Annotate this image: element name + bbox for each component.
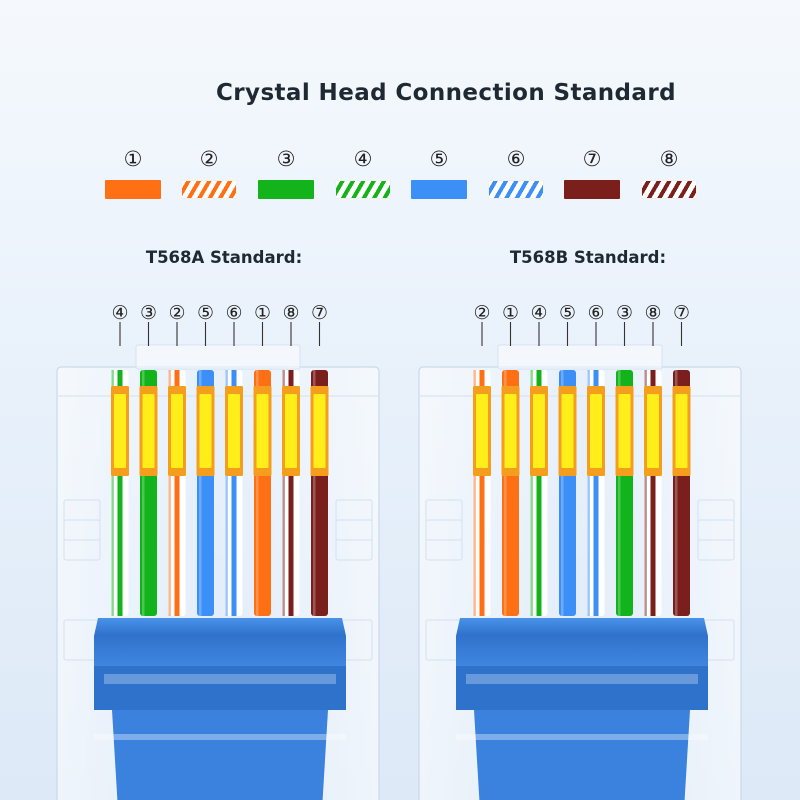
t568b-boot-body bbox=[456, 666, 708, 710]
legend-item-1: ① bbox=[105, 145, 161, 199]
t568a-pin-label: ⑥ bbox=[225, 302, 242, 324]
legend-swatch bbox=[641, 180, 697, 199]
t568a-pin-label: ⑦ bbox=[311, 302, 328, 324]
legend-number: ② bbox=[199, 147, 219, 171]
page-title: Crystal Head Connection Standard bbox=[216, 80, 676, 106]
legend-number: ⑧ bbox=[659, 147, 679, 171]
t568b-wire-pos-3 bbox=[530, 370, 548, 616]
t568a-wire-pos-6 bbox=[253, 370, 272, 616]
legend-item-4: ④ bbox=[335, 145, 391, 199]
t568b-title: T568B Standard: bbox=[509, 248, 667, 267]
t568b-pin-label: ⑦ bbox=[673, 302, 690, 324]
t568a-boot-lower bbox=[112, 710, 328, 800]
t568b-pin-label: ⑧ bbox=[644, 302, 661, 324]
t568a-pin-label: ⑤ bbox=[197, 302, 214, 324]
legend-item-2: ② bbox=[181, 145, 237, 199]
t568a-pin-label: ① bbox=[254, 302, 271, 324]
t568a-pin-label: ⑧ bbox=[282, 302, 299, 324]
t568a-wire-pos-2 bbox=[139, 370, 158, 616]
t568a-wire-pos-8 bbox=[310, 370, 329, 616]
t568a-wire-pos-3 bbox=[168, 370, 186, 616]
legend-number: ⑥ bbox=[506, 147, 526, 171]
legend-item-8: ⑧ bbox=[641, 145, 697, 199]
t568a-wire-pos-4 bbox=[196, 370, 215, 616]
legend-number: ④ bbox=[353, 147, 373, 171]
t568a-wire-pos-1 bbox=[111, 370, 129, 616]
t568b-pin-label: ④ bbox=[530, 302, 547, 324]
legend-number: ⑦ bbox=[582, 147, 602, 171]
legend-swatch bbox=[181, 180, 237, 199]
t568a-pin-label: ③ bbox=[140, 302, 157, 324]
t568a-pin-label: ② bbox=[168, 302, 185, 324]
t568a-title: T568A Standard: bbox=[145, 248, 303, 267]
legend-item-3: ③ bbox=[258, 145, 314, 199]
legend-swatch bbox=[335, 180, 391, 199]
t568a-pin-label: ④ bbox=[111, 302, 128, 324]
legend-item-5: ⑤ bbox=[411, 145, 467, 199]
t568a-boot-top bbox=[94, 618, 346, 666]
t568a-boot-body bbox=[94, 666, 346, 710]
legend-swatch bbox=[411, 180, 467, 199]
t568b-boot-top bbox=[456, 618, 708, 666]
t568b-wire-pos-4 bbox=[558, 370, 577, 616]
legend-number: ⑤ bbox=[429, 147, 449, 171]
t568b-wire-pos-6 bbox=[615, 370, 634, 616]
t568b-pin-label: ② bbox=[473, 302, 490, 324]
t568b-wire-pos-5 bbox=[587, 370, 605, 616]
legend-number: ① bbox=[123, 147, 143, 171]
color-legend: ① ② ③ ④ ⑤ ⑥ ⑦ ⑧ bbox=[0, 145, 800, 205]
t568b-wire-pos-1 bbox=[473, 370, 491, 616]
t568b-pin-label: ⑥ bbox=[587, 302, 604, 324]
legend-swatch bbox=[258, 180, 314, 199]
t568a-wire-pos-5 bbox=[225, 370, 243, 616]
t568b-boot-lower bbox=[474, 710, 690, 800]
t568a-latch bbox=[135, 344, 301, 370]
legend-number: ③ bbox=[276, 147, 296, 171]
legend-swatch bbox=[105, 180, 161, 199]
t568b-latch bbox=[497, 344, 663, 370]
legend-swatch bbox=[564, 180, 620, 199]
t568b-pin-label: ③ bbox=[616, 302, 633, 324]
legend-item-7: ⑦ bbox=[564, 145, 620, 199]
t568b-wire-pos-7 bbox=[644, 370, 662, 616]
t568b-pin-label: ⑤ bbox=[559, 302, 576, 324]
t568b-wire-pos-2 bbox=[501, 370, 520, 616]
t568b-pin-label: ① bbox=[502, 302, 519, 324]
t568a-wire-pos-7 bbox=[282, 370, 300, 616]
t568b-wire-pos-8 bbox=[672, 370, 691, 616]
legend-item-6: ⑥ bbox=[488, 145, 544, 199]
legend-swatch bbox=[488, 180, 544, 199]
